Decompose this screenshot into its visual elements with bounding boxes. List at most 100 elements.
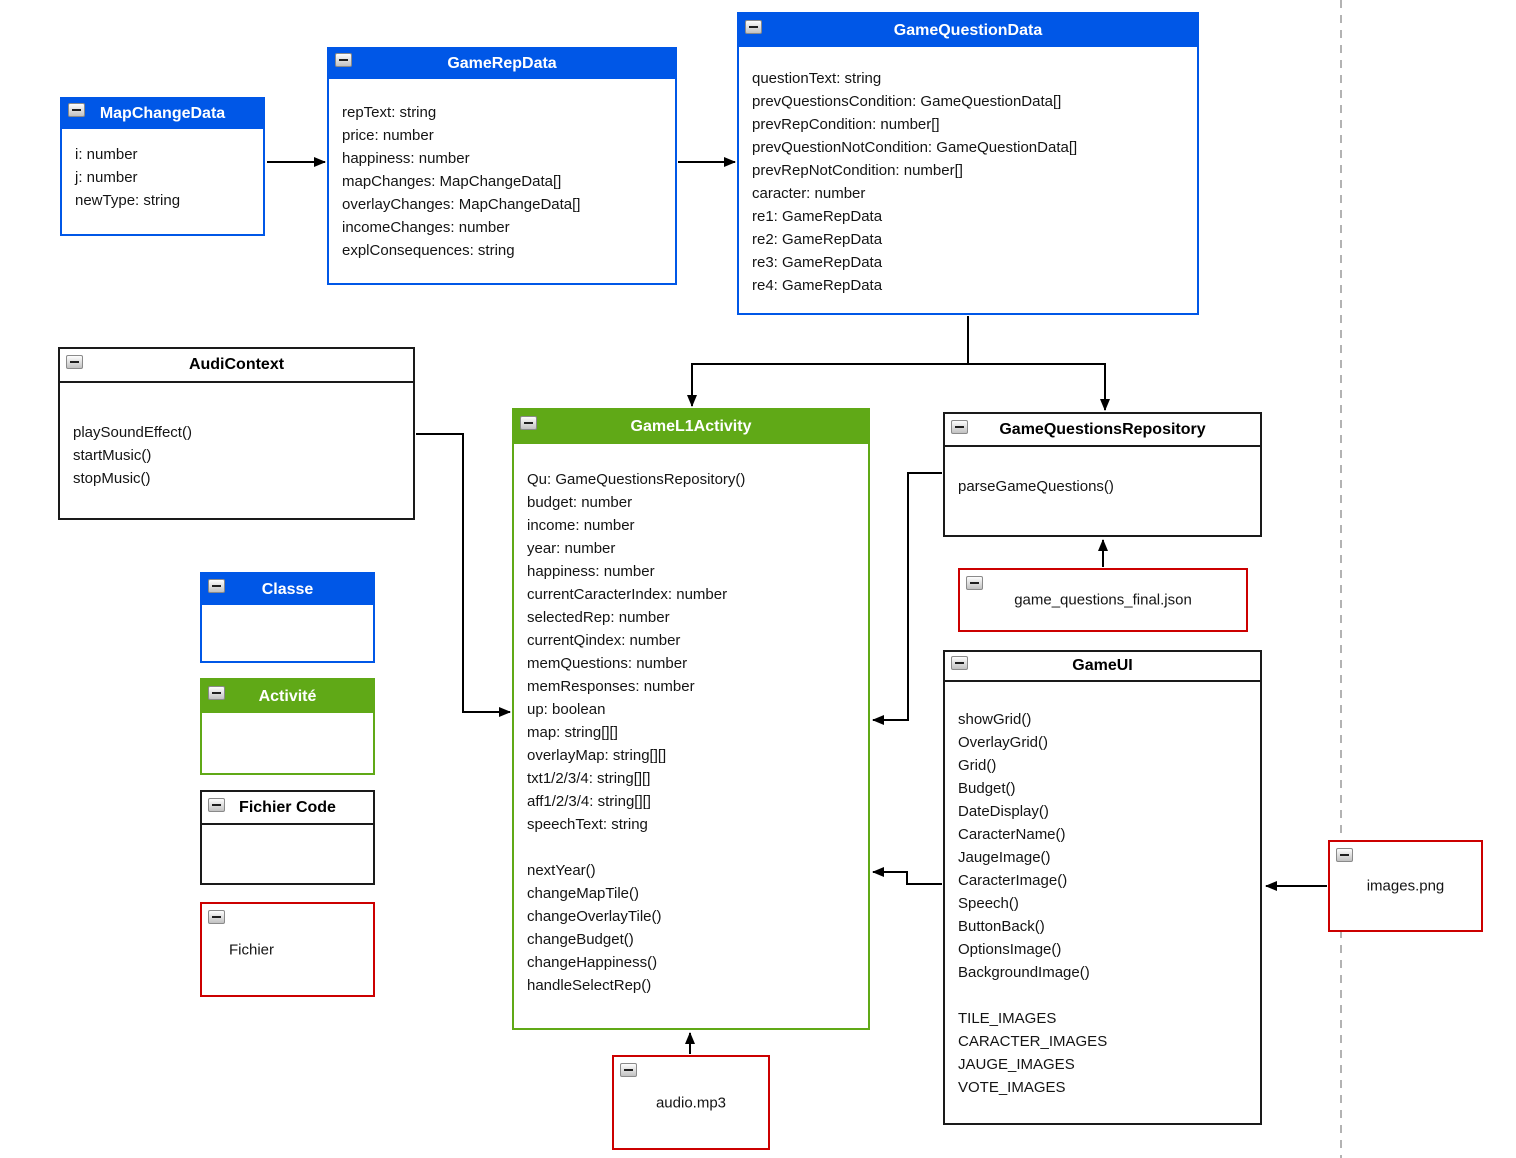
member-line: CARACTER_IMAGES	[958, 1033, 1108, 1050]
member-line: JAUGE_IMAGES	[958, 1056, 1075, 1073]
class-header: GameL1Activity	[514, 410, 868, 444]
member-line: newType: string	[75, 192, 181, 209]
collapse-icon[interactable]	[208, 798, 225, 812]
member-line: aff1/2/3/4: string[][]	[527, 793, 651, 810]
class-title: Classe	[261, 580, 314, 598]
member-line: i: number	[75, 146, 138, 163]
member-line: parseGameQuestions()	[958, 478, 1114, 495]
member-line: changeMapTile()	[527, 885, 639, 902]
legend-box-fichier[interactable]: Fichier	[200, 902, 375, 997]
class-member-list: parseGameQuestions()	[945, 447, 1260, 498]
member-line: year: number	[527, 540, 616, 557]
member-line: speechText: string	[527, 816, 648, 833]
member-line: startMusic()	[73, 447, 152, 464]
connector-gamequestionsrepository-gamel1activity[interactable]	[872, 472, 942, 725]
member-line: overlayChanges: MapChangeData[]	[342, 196, 581, 213]
class-title: GameQuestionsRepository	[999, 420, 1206, 438]
member-line: CaracterName()	[958, 826, 1066, 843]
member-line: CaracterImage()	[958, 872, 1068, 889]
legend-box-activite[interactable]: Activité	[200, 678, 375, 775]
class-member-list: Qu: GameQuestionsRepository()budget: num…	[514, 444, 868, 997]
member-line: nextYear()	[527, 862, 596, 879]
member-line: prevQuestionsCondition: GameQuestionData…	[752, 93, 1062, 110]
file-box-game-questions-final-json[interactable]: game_questions_final.json	[958, 568, 1248, 632]
collapse-icon[interactable]	[1336, 848, 1353, 862]
member-line: VOTE_IMAGES	[958, 1079, 1066, 1096]
member-line: OptionsImage()	[958, 941, 1062, 958]
member-line: handleSelectRep()	[527, 977, 652, 994]
file-label: audio.mp3	[655, 1094, 727, 1111]
class-box-map-change-data[interactable]: MapChangeData i: number j: number newType:…	[60, 97, 265, 236]
member-line: memQuestions: number	[527, 655, 688, 672]
file-box-audio-mp3[interactable]: audio.mp3	[612, 1055, 770, 1150]
member-line: re4: GameRepData	[752, 277, 883, 294]
class-box-game-rep-data[interactable]: GameRepData repText: string price: number…	[327, 47, 677, 285]
collapse-icon[interactable]	[335, 53, 352, 67]
collapse-icon[interactable]	[208, 910, 225, 924]
legend-box-fichier-code[interactable]: Fichier Code	[200, 790, 375, 885]
member-line: map: string[][]	[527, 724, 618, 741]
class-header: GameQuestionData	[739, 14, 1197, 47]
class-box-game-questions-repository[interactable]: GameQuestionsRepository parseGameQuestio…	[943, 412, 1262, 537]
member-line: TILE_IMAGES	[958, 1010, 1057, 1027]
connector-gameui-gamel1activity[interactable]	[872, 867, 942, 885]
class-box-game-ui[interactable]: GameUI showGrid()OverlayGrid()Grid()Budg…	[943, 650, 1262, 1125]
member-line: Qu: GameQuestionsRepository()	[527, 471, 746, 488]
class-member-list: questionText: string prevQuestionsConditi…	[739, 47, 1197, 297]
collapse-icon[interactable]	[966, 576, 983, 590]
file-box-images-png[interactable]: images.png	[1328, 840, 1483, 932]
class-title: MapChangeData	[99, 105, 226, 122]
class-header: GameQuestionsRepository	[945, 414, 1260, 447]
member-line: up: boolean	[527, 701, 606, 718]
member-line: mapChanges: MapChangeData[]	[342, 173, 562, 190]
class-member-list: showGrid()OverlayGrid()Grid()Budget()Dat…	[945, 682, 1260, 1099]
class-title: Fichier Code	[239, 798, 336, 816]
member-line: re2: GameRepData	[752, 231, 883, 248]
collapse-icon[interactable]	[208, 579, 225, 593]
collapse-icon[interactable]	[68, 103, 85, 117]
class-box-game-l1-activity[interactable]: GameL1Activity Qu: GameQuestionsReposito…	[512, 408, 870, 1030]
file-label: game_questions_final.json	[1014, 591, 1192, 609]
collapse-icon[interactable]	[520, 416, 537, 430]
member-line: explConsequences: string	[342, 242, 515, 259]
class-member-list: i: number j: number newType: string	[62, 129, 263, 212]
class-box-audi-context[interactable]: AudiContext playSoundEffect()startMusic(…	[58, 347, 415, 520]
class-title: GameRepData	[447, 55, 557, 72]
member-line: repText: string	[342, 104, 437, 121]
class-title: AudiContext	[188, 356, 285, 373]
member-line: Speech()	[958, 895, 1019, 912]
legend-box-classe[interactable]: Classe	[200, 572, 375, 663]
class-title: Activité	[258, 687, 317, 705]
member-line: questionText: string	[752, 70, 882, 87]
member-line: price: number	[342, 127, 434, 144]
connector-audicontext-gamel1activity[interactable]	[416, 433, 511, 717]
member-line: currentQindex: number	[527, 632, 681, 649]
class-header: AudiContext	[60, 349, 413, 383]
member-line: happiness: number	[527, 563, 655, 580]
member-line: changeBudget()	[527, 931, 634, 948]
member-line	[514, 836, 868, 859]
class-title: GameUI	[1072, 657, 1133, 674]
file-label: images.png	[1366, 877, 1445, 895]
class-header: Activité	[202, 680, 373, 713]
collapse-icon[interactable]	[208, 686, 225, 700]
member-line: caracter: number	[752, 185, 866, 202]
collapse-icon[interactable]	[745, 20, 762, 34]
class-title: GameL1Activity	[630, 418, 752, 435]
collapse-icon[interactable]	[66, 355, 83, 369]
member-line: Grid()	[958, 757, 997, 774]
class-box-game-question-data[interactable]: GameQuestionData questionText: string pre…	[737, 12, 1199, 315]
class-title: GameQuestionData	[893, 21, 1043, 39]
member-line: Budget()	[958, 780, 1016, 797]
collapse-icon[interactable]	[951, 420, 968, 434]
file-label: Fichier	[229, 941, 275, 958]
collapse-icon[interactable]	[951, 656, 968, 670]
member-line: income: number	[527, 517, 635, 534]
class-header: MapChangeData	[62, 99, 263, 129]
member-line: selectedRep: number	[527, 609, 670, 626]
member-line: j: number	[75, 169, 138, 186]
member-line: re1: GameRepData	[752, 208, 883, 225]
class-member-list: playSoundEffect()startMusic()stopMusic()	[60, 383, 413, 490]
collapse-icon[interactable]	[620, 1063, 637, 1077]
